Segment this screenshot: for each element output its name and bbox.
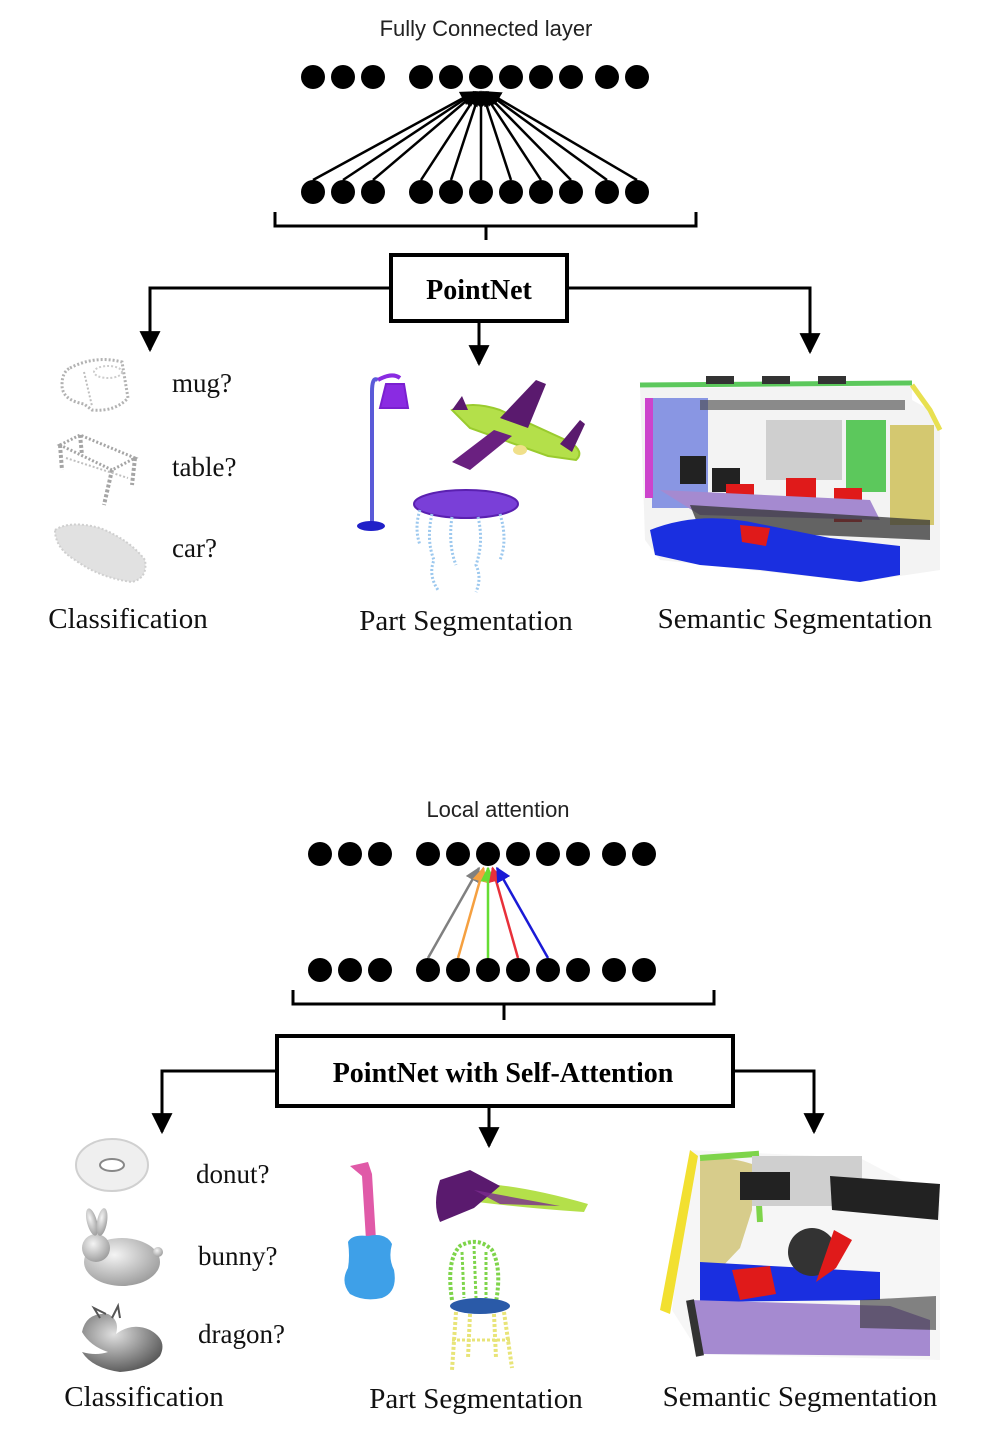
car-pointcloud-icon	[53, 523, 147, 584]
attention-output-node-5	[446, 842, 470, 866]
attention-input-node-8	[536, 958, 560, 982]
attention-input-node-2	[338, 958, 362, 982]
bottom-semantic-segmentation-arrow	[733, 1069, 825, 1135]
class-label-table: table?	[172, 452, 236, 482]
attention-arrow-2	[456, 866, 488, 959]
fc-connection-arrow-5	[449, 90, 483, 181]
attention-input-node-9	[566, 958, 590, 982]
attention-output-node-2	[338, 842, 362, 866]
indoor-room-pointcloud	[639, 376, 943, 582]
attention-output-node-10	[602, 842, 626, 866]
fc-input-node-9	[559, 180, 583, 204]
fc-connection-arrow-1	[312, 90, 476, 182]
semantic-segmentation-arrow	[567, 286, 821, 355]
donut-mesh-icon	[75, 1138, 149, 1192]
attention-output-node-3	[368, 842, 392, 866]
class-label-car: car?	[172, 533, 217, 563]
chair-pointcloud	[448, 1239, 514, 1371]
fc-input-node-5	[439, 180, 463, 204]
class-label-bunny: bunny?	[198, 1241, 277, 1271]
fc-connection-arrow-10	[484, 90, 608, 182]
attention-input-node-7	[506, 958, 530, 982]
class-label-donut: donut?	[196, 1159, 270, 1189]
bottom-classification-arrow	[151, 1069, 277, 1135]
top-semantic-segmentation-title: Semantic Segmentation	[658, 603, 933, 635]
attention-arrow-5	[495, 866, 550, 959]
fc-output-node-8	[529, 65, 553, 89]
fc-input-node-1	[301, 180, 325, 204]
fc-connection-arrow-9	[483, 90, 572, 181]
table-pointcloud-icon	[56, 433, 139, 506]
fc-output-node-2	[331, 65, 355, 89]
attention-input-node-6	[476, 958, 500, 982]
fc-input-node-2	[331, 180, 355, 204]
airplane-pointcloud	[450, 380, 585, 470]
fc-input-node-4	[409, 180, 433, 204]
fc-output-node-11	[625, 65, 649, 89]
top-classification-title: Classification	[48, 603, 208, 635]
fc-connection-arrows	[312, 90, 638, 182]
pointnet-label: PointNet	[426, 275, 532, 306]
fc-input-node-7	[499, 180, 523, 204]
attention-arrow-1	[426, 866, 481, 959]
attention-output-node-7	[506, 842, 530, 866]
fc-output-node-1	[301, 65, 325, 89]
bottom-semantic-segmentation-title: Semantic Segmentation	[663, 1381, 938, 1413]
classification-arrow	[139, 286, 391, 353]
table-pointcloud	[413, 489, 519, 593]
attention-input-node-1	[308, 958, 332, 982]
fc-output-node-10	[595, 65, 619, 89]
lamp-pointcloud	[357, 373, 410, 531]
mug-pointcloud-icon	[60, 358, 130, 412]
guitar-pointcloud	[344, 1162, 395, 1300]
attention-output-node-4	[416, 842, 440, 866]
bottom-part-segmentation-title: Part Segmentation	[369, 1383, 583, 1415]
fc-output-nodes	[301, 65, 649, 89]
pointnet-self-attention-box	[275, 1034, 735, 1108]
indoor-room-pointcloud-topdown	[660, 1150, 940, 1360]
attention-input-node-3	[368, 958, 392, 982]
local-attention-arrows	[426, 866, 550, 959]
fc-output-node-4	[409, 65, 433, 89]
attention-input-node-4	[416, 958, 440, 982]
attention-input-nodes	[308, 958, 656, 982]
dragon-mesh-icon	[82, 1302, 163, 1372]
attention-input-node-5	[446, 958, 470, 982]
bottom-classification-title: Classification	[64, 1381, 224, 1413]
attention-input-node-11	[632, 958, 656, 982]
fc-input-node-6	[469, 180, 493, 204]
bottom-input-brace	[291, 990, 716, 1020]
fc-output-node-5	[439, 65, 463, 89]
fc-connection-arrow-2	[342, 90, 477, 182]
class-label-dragon: dragon?	[198, 1319, 285, 1349]
pointnet-self-attention-label: PointNet with Self-Attention	[333, 1058, 674, 1089]
attention-output-node-1	[308, 842, 332, 866]
fc-input-node-8	[529, 180, 553, 204]
attention-input-node-10	[602, 958, 626, 982]
attention-output-node-9	[566, 842, 590, 866]
airplane-pointcloud-bottom	[436, 1170, 588, 1222]
attention-output-node-6	[476, 842, 500, 866]
fc-input-node-10	[595, 180, 619, 204]
class-label-mug: mug?	[172, 368, 232, 398]
top-input-brace	[273, 212, 698, 240]
fc-input-node-3	[361, 180, 385, 204]
fc-input-node-11	[625, 180, 649, 204]
fc-layer-label: Fully Connected layer	[380, 16, 593, 41]
local-attention-label: Local attention	[426, 797, 569, 822]
fc-connection-arrow-11	[485, 90, 638, 182]
fc-output-node-9	[559, 65, 583, 89]
fc-output-node-7	[499, 65, 523, 89]
attention-output-nodes	[308, 842, 656, 866]
top-part-segmentation-title: Part Segmentation	[359, 605, 573, 637]
bunny-mesh-icon	[82, 1208, 163, 1286]
attention-output-node-11	[632, 842, 656, 866]
fc-connection-arrow-8	[482, 90, 543, 181]
fc-output-node-6	[469, 65, 493, 89]
attention-output-node-8	[536, 842, 560, 866]
fc-input-nodes	[301, 180, 649, 204]
fc-output-node-3	[361, 65, 385, 89]
fc-connection-arrow-3	[372, 91, 478, 181]
